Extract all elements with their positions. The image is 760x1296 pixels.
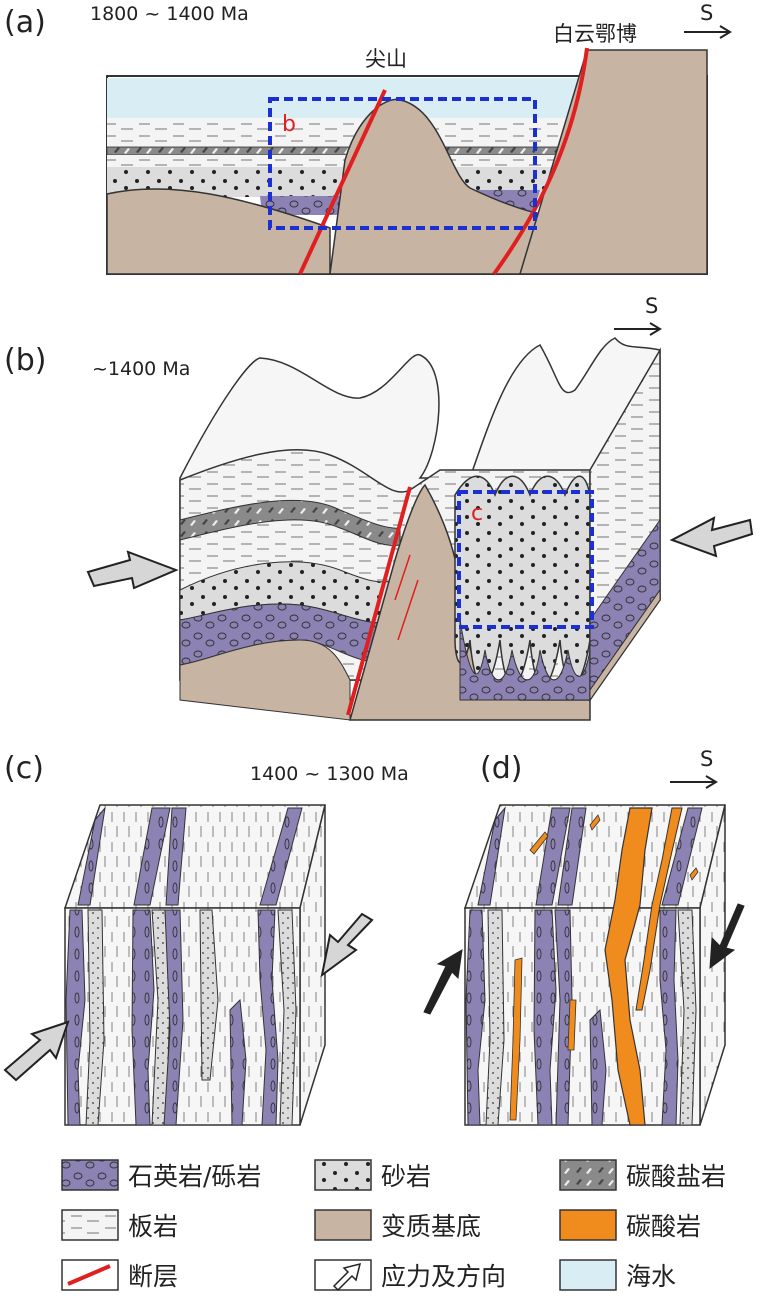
panel-a: (a) 1800 ~ 1400 Ma b 尖山 白云鄂博 S	[4, 1, 732, 276]
stress-arrow-left-b	[86, 550, 179, 590]
legend-label-carbonatite: 碳酸岩	[626, 1212, 701, 1241]
legend-label-carbonate: 碳酸盐岩	[626, 1162, 726, 1191]
basement-left	[106, 188, 331, 275]
fault-baiyunebo	[492, 47, 589, 276]
stress-arrow-right-b	[669, 516, 754, 558]
legend-swatch-carbonate	[559, 1159, 617, 1191]
legend-swatch-seawater	[559, 1259, 617, 1291]
panel-a-age: 1800 ~ 1400 Ma	[90, 3, 249, 25]
shear-arrow-left-d	[423, 949, 463, 1015]
panel-c-age: 1400 ~ 1300 Ma	[250, 763, 409, 785]
quartzite-band-c4	[257, 909, 279, 1126]
quartzite-band-c2	[131, 909, 155, 1126]
slate-layer	[107, 118, 587, 150]
panel-a-label: (a)	[4, 5, 46, 40]
legend-label-quartzite: 石英岩/砾岩	[128, 1162, 261, 1191]
legend-swatch-slate	[61, 1209, 119, 1241]
panel-b-label: (b)	[4, 343, 46, 378]
shear-arrow-right-d	[709, 903, 745, 970]
inset-box-b	[268, 97, 537, 230]
legend-label-slate: 板岩	[128, 1212, 178, 1241]
panel-b-age: ~1400 Ma	[92, 358, 190, 380]
carbonatite-vein-branch	[635, 807, 683, 1011]
legend-label-stress: 应力及方向	[381, 1262, 506, 1291]
legend-swatch-basement	[314, 1209, 372, 1241]
fault-jianshan	[298, 89, 387, 275]
south-label-d: S	[700, 747, 713, 771]
inset-b-label: b	[282, 112, 296, 137]
legend-label-seawater: 海水	[626, 1262, 676, 1291]
legend-label-fault: 断层	[128, 1262, 178, 1291]
legend-swatch-carbonatite	[559, 1209, 617, 1241]
place-baiyunebo: 白云鄂博	[553, 22, 637, 46]
legend-swatch-sandstone	[314, 1159, 372, 1191]
stress-arrow-left-c	[3, 1020, 70, 1082]
place-jianshan: 尖山	[365, 47, 407, 71]
basement-front-left	[179, 639, 351, 721]
legend-label-sandstone: 砂岩	[381, 1162, 431, 1191]
panel-c: (c) 1400 ~ 1300 Ma	[3, 751, 409, 1126]
basement-baiyunebo-high	[518, 49, 708, 275]
panel-c-label: (c)	[4, 751, 44, 786]
quartzite-band-c3	[163, 909, 184, 1126]
carbonatite-vein-main	[604, 807, 653, 1126]
legend: 石英岩/砾岩 砂岩 碳酸盐岩 板岩 变质基底 碳酸岩 断层 应力及方向 海水	[61, 1159, 726, 1292]
panel-d-label: (d)	[480, 751, 522, 786]
basement-jianshan-high	[329, 98, 546, 275]
inset-box-c	[457, 490, 594, 629]
legend-label-basement: 变质基底	[381, 1212, 481, 1241]
tight-folds-quartzite	[459, 619, 591, 701]
quartzite-band-c1	[65, 909, 86, 1126]
inset-c-label: c	[471, 501, 483, 526]
legend-swatch-quartzite	[61, 1159, 119, 1191]
panel-d: (d) S	[423, 747, 745, 1126]
quartzite-lens-left	[260, 196, 340, 215]
fault-b	[346, 486, 412, 716]
panel-b: (b) ~1400 Ma S c	[4, 294, 754, 721]
stress-arrow-right-c	[320, 912, 374, 978]
south-label-b: S	[645, 294, 658, 318]
south-label-a: S	[700, 1, 713, 25]
